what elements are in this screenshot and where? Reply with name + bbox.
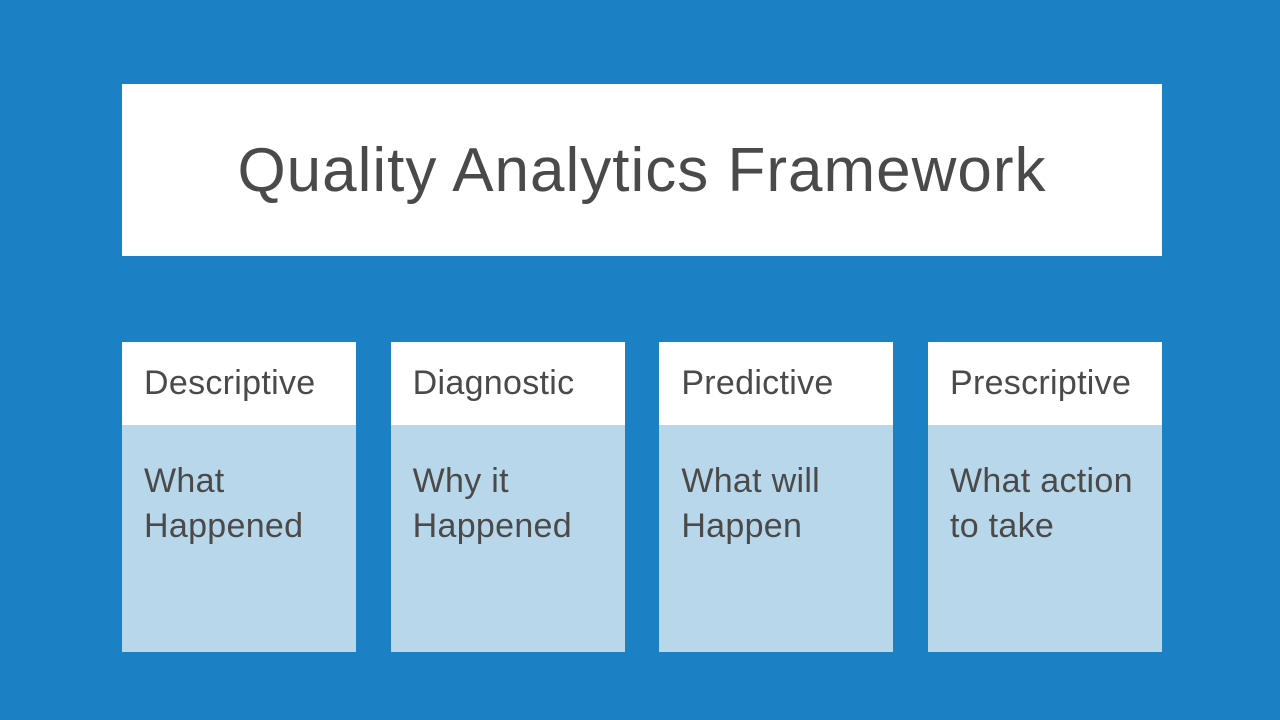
column-diagnostic: Diagnostic Why it Happened	[390, 342, 625, 652]
column-header-label: Diagnostic	[412, 364, 575, 402]
column-body-text: What Happened	[144, 462, 304, 545]
column-header: Descriptive	[122, 342, 356, 425]
column-body-text: What will Happen	[681, 462, 821, 545]
column-header-label: Predictive	[681, 364, 834, 402]
column-header: Prescriptive	[927, 342, 1162, 425]
column-body: What Happened	[122, 425, 356, 652]
column-body: What action to take	[927, 425, 1162, 652]
column-body: Why it Happened	[390, 425, 625, 652]
column-body-text: What action to take	[949, 462, 1133, 545]
column-body: What will Happen	[659, 425, 894, 652]
column-predictive: Predictive What will Happen	[659, 342, 894, 652]
column-prescriptive: Prescriptive What action to take	[927, 342, 1162, 652]
column-header-label: Descriptive	[144, 364, 316, 402]
column-descriptive: Descriptive What Happened	[122, 342, 356, 652]
title-panel: Quality Analytics Framework	[122, 84, 1162, 256]
column-header: Predictive	[659, 342, 894, 425]
slide-title: Quality Analytics Framework	[237, 135, 1047, 205]
column-body-text: Why it Happened	[412, 462, 572, 545]
column-header: Diagnostic	[390, 342, 625, 425]
analytics-columns: Descriptive What Happened Diagnostic Why…	[122, 342, 1162, 652]
column-header-label: Prescriptive	[949, 364, 1132, 402]
